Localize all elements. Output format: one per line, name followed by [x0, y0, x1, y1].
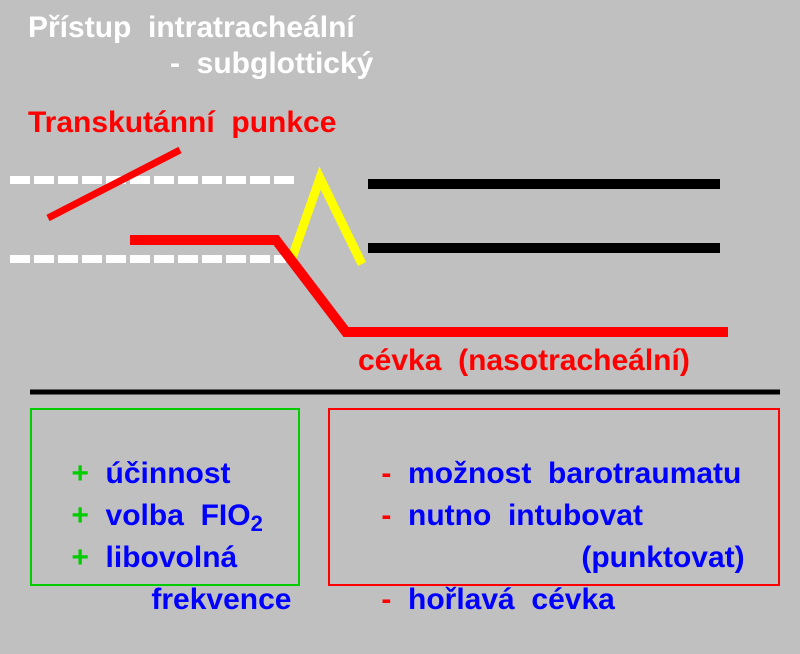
- airway-diagram: [10, 146, 780, 395]
- con-item-2: - nutno intubovat: [381, 499, 643, 532]
- slide-title-line2: - subglottický: [170, 47, 374, 80]
- plus-sign: +: [71, 457, 89, 490]
- tube-label: cévka (nasotracheální): [358, 344, 690, 377]
- pro-item-3-continued: frekvence: [151, 583, 292, 616]
- minus-sign: -: [381, 583, 392, 616]
- transcutaneous-puncture-label: Transkutánní punkce: [28, 106, 337, 139]
- disadvantages-box: - možnost barotraumatu - nutno intubovat…: [328, 408, 780, 616]
- minus-sign: -: [381, 499, 392, 532]
- slide-title-line1: Přístup intratracheální: [28, 11, 355, 44]
- minus-sign: -: [381, 457, 392, 490]
- plus-sign: +: [71, 499, 89, 532]
- plus-sign: +: [71, 541, 89, 574]
- con-item-1: - možnost barotraumatu: [381, 457, 742, 490]
- puncture-needle: [46, 146, 182, 222]
- advantages-box: + účinnost + volba FIO2 + libovolná frek…: [30, 408, 300, 616]
- con-item-2-continued: (punktovat): [581, 541, 745, 574]
- nasotracheal-tube: [130, 235, 728, 337]
- glottis-marker: [287, 166, 367, 266]
- con-item-3: - hořlavá cévka: [381, 583, 615, 616]
- pro-item-2: + volba FIO2: [71, 499, 263, 536]
- pro-item-1: + účinnost: [71, 457, 231, 490]
- pro-item-3: + libovolná: [71, 541, 238, 574]
